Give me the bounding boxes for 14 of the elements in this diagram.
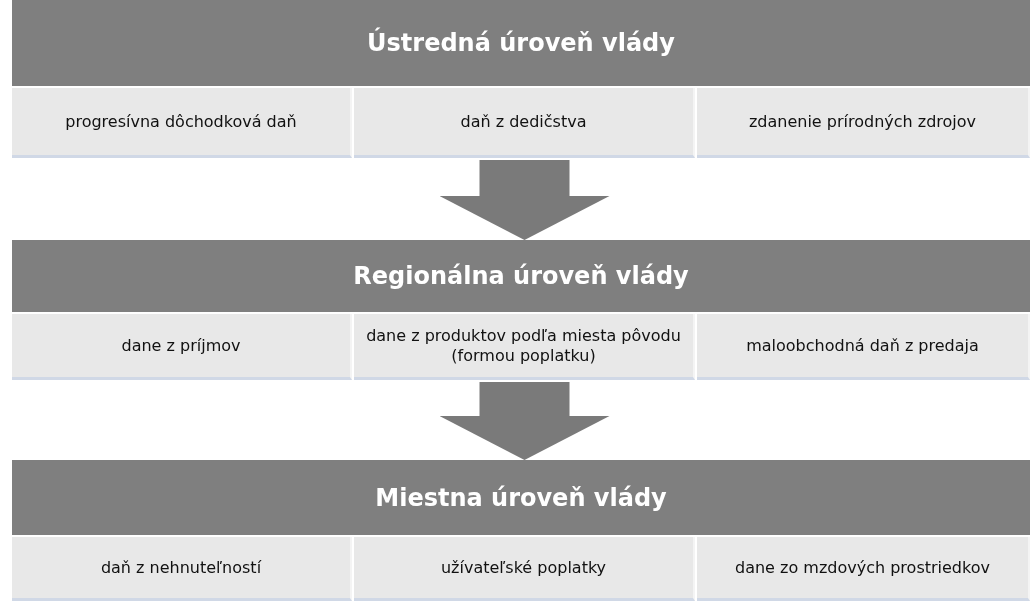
level-header-bar: Miestna úroveň vlády (12, 460, 1030, 535)
tax-cell: daň z nehnuteľností (12, 537, 352, 601)
tax-cell: zdanenie prírodných zdrojov (697, 88, 1030, 158)
tax-cell: maloobchodná daň z predaja (697, 314, 1030, 380)
tax-cell: progresívna dôchodková daň (12, 88, 352, 158)
tax-cell: daň z dedičstva (354, 88, 695, 158)
tax-cell: dane z produktov podľa miesta pôvodu (formou poplatku) (354, 314, 695, 380)
tax-cell: užívateľské poplatky (354, 537, 695, 601)
level-header-bar: Regionálna úroveň vlády (12, 240, 1030, 312)
down-block-arrow (439, 382, 610, 460)
down-block-arrow (439, 160, 610, 240)
level-header-bar: Ústredná úroveň vlády (12, 0, 1030, 86)
tax-cell: dane z príjmov (12, 314, 352, 380)
tax-cell: dane zo mzdových prostriedkov (697, 537, 1030, 601)
